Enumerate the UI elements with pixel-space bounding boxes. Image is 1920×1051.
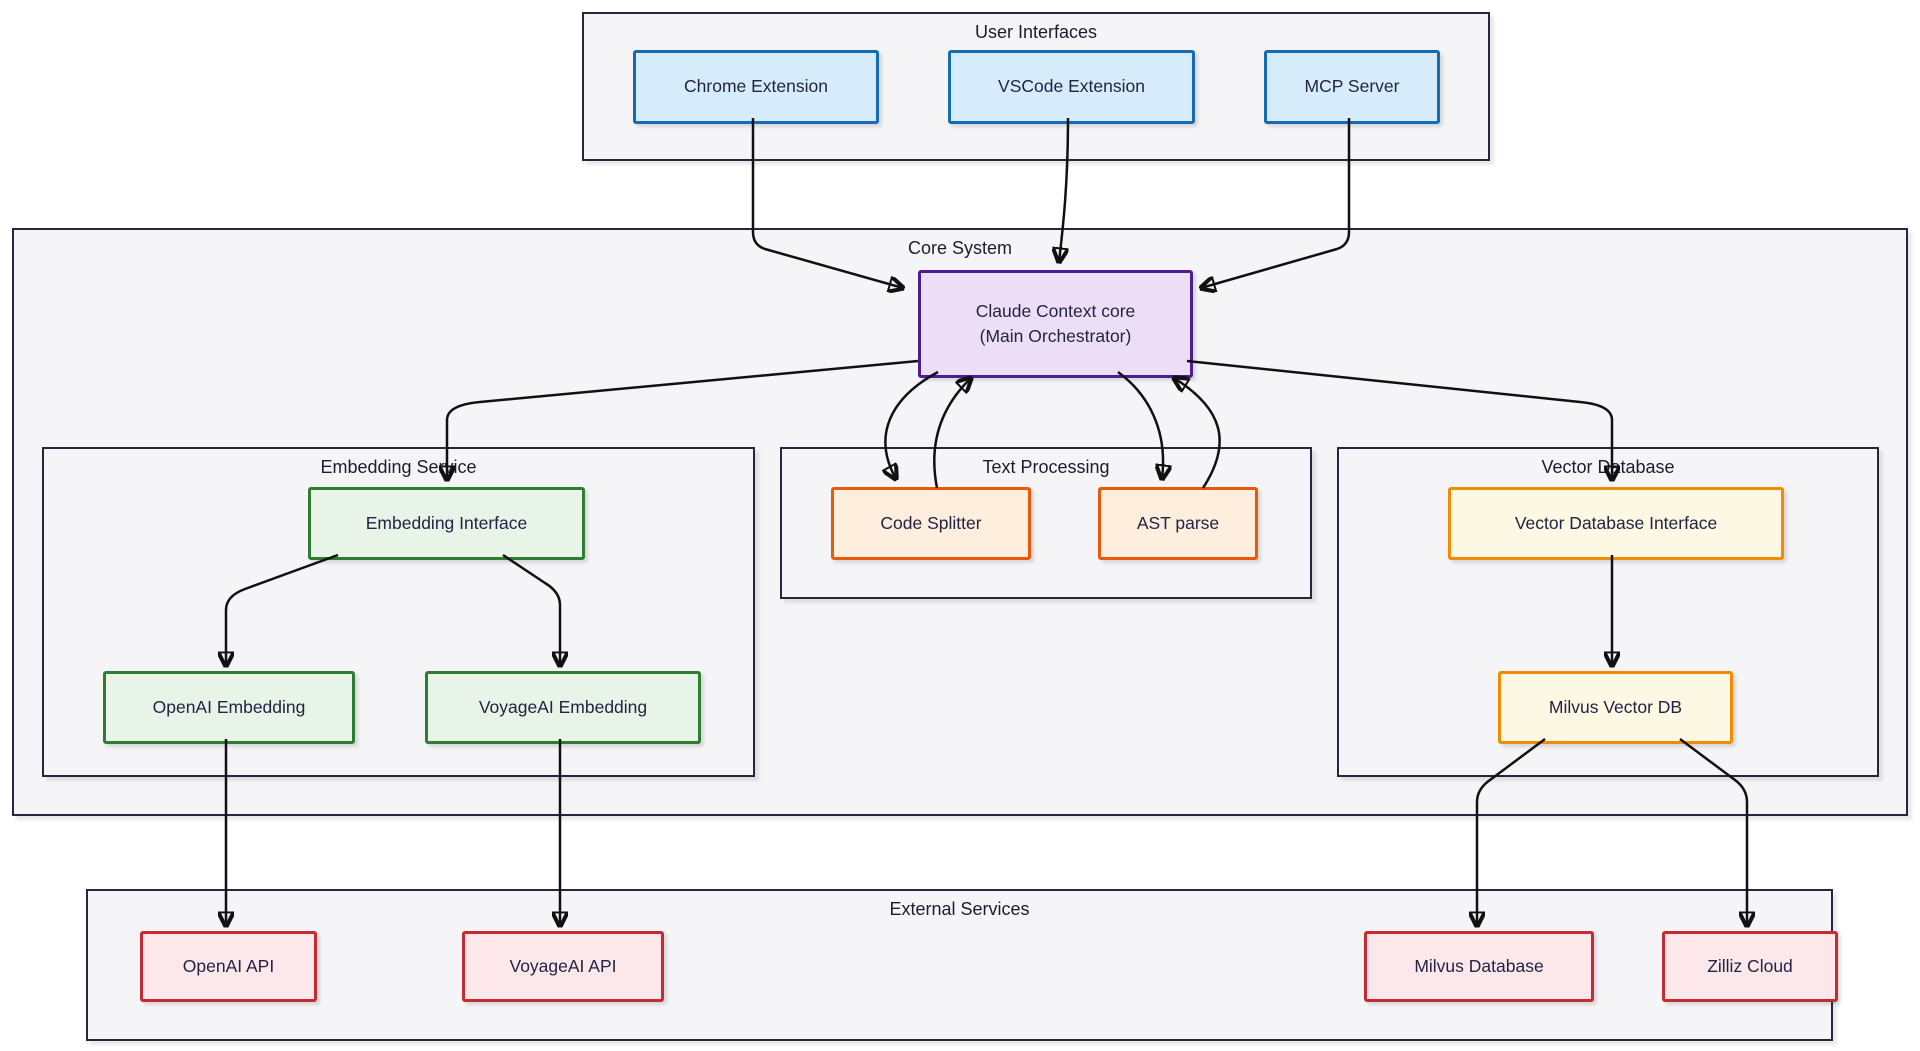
group-text-processing-label: Text Processing (982, 457, 1110, 477)
node-mcp-server: MCP Server (1264, 50, 1440, 124)
group-core-system-label: Core System (907, 238, 1013, 258)
group-vector-database-label: Vector Database (1541, 457, 1675, 477)
node-vector-database-interface: Vector Database Interface (1448, 487, 1784, 560)
node-embedding-interface: Embedding Interface (308, 487, 585, 560)
group-embedding-service-label: Embedding Service (320, 457, 477, 477)
node-voyageai-api: VoyageAI API (462, 931, 664, 1002)
node-ast-parse: AST parse (1098, 487, 1258, 560)
node-vscode-extension: VSCode Extension (948, 50, 1195, 124)
node-claude-context-core-line2: (Main Orchestrator) (979, 326, 1132, 346)
group-user-interfaces-label: User Interfaces (974, 22, 1098, 42)
node-claude-context-core: Claude Context core (Main Orchestrator) (918, 270, 1193, 378)
node-zilliz-cloud: Zilliz Cloud (1662, 931, 1838, 1002)
node-milvus-vector-db: Milvus Vector DB (1498, 671, 1733, 744)
node-claude-context-core-line1: Claude Context core (975, 300, 1136, 321)
node-code-splitter: Code Splitter (831, 487, 1031, 560)
node-voyageai-embedding: VoyageAI Embedding (425, 671, 701, 744)
node-milvus-database: Milvus Database (1364, 931, 1594, 1002)
node-openai-api: OpenAI API (140, 931, 317, 1002)
node-chrome-extension: Chrome Extension (633, 50, 879, 124)
node-openai-embedding: OpenAI Embedding (103, 671, 355, 744)
group-external-services-label: External Services (889, 899, 1030, 919)
